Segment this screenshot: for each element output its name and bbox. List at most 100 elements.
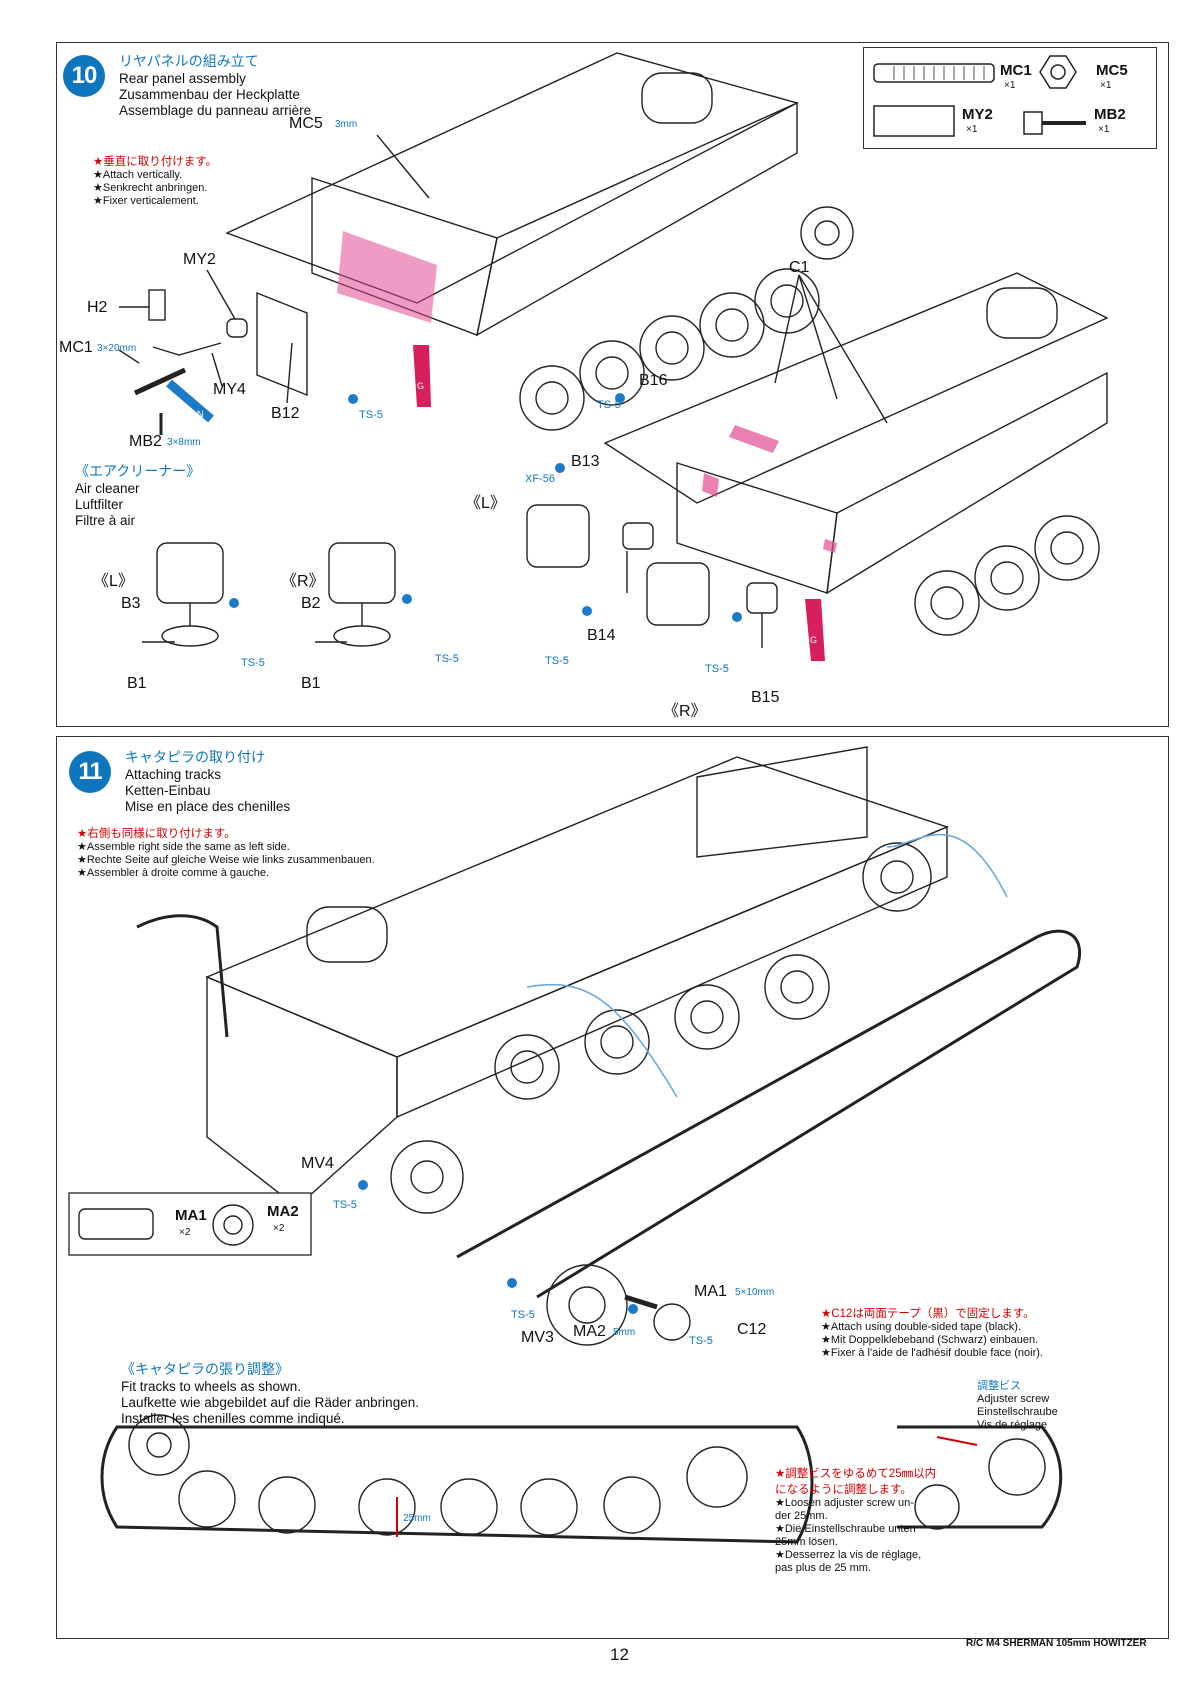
step11-note-fr: ★Assembler à droite comme à gauche.: [77, 867, 270, 879]
label-ts5-mv4: TS-5: [333, 1199, 357, 1211]
label-xf56: XF-56: [525, 473, 555, 485]
label-ma1: MA1: [694, 1283, 727, 1300]
c12-note-de: ★Mit Doppelklebeband (Schwarz) einbauen.: [821, 1334, 1039, 1346]
label-mc5-size: 3mm: [335, 119, 358, 130]
label-b2: B2: [301, 595, 321, 612]
tension-en: Fit tracks to wheels as shown.: [121, 1379, 302, 1394]
part-name-ma1: MA1: [175, 1207, 207, 1224]
step10-note-fr: ★Fixer verticalement.: [93, 195, 199, 207]
label-b1-right: B1: [301, 675, 321, 692]
loosen-de2: 25mm lösen.: [775, 1536, 838, 1548]
c12-note-en: ★Attach using double-sided tape (black).: [821, 1321, 1022, 1333]
label-ma2: MA2: [573, 1323, 606, 1340]
label-b13: B13: [571, 453, 600, 470]
tension-de: Laufkette wie abgebildet auf die Räder a…: [121, 1395, 419, 1410]
part-name-my2: MY2: [962, 106, 993, 123]
loosen-de1: ★Die Einstellschraube unten: [775, 1523, 916, 1535]
label-g-left: G: [417, 381, 425, 391]
label-b1-left: B1: [127, 675, 147, 692]
label-mb2-size: 3×8mm: [167, 437, 201, 448]
step10-title-jp: リヤパネルの組み立て: [119, 53, 259, 69]
loosen-fr2: pas plus de 25 mm.: [775, 1562, 871, 1574]
adjuster-jp: 調整ビス: [977, 1380, 1021, 1392]
label-b3: B3: [121, 595, 141, 612]
step11-panel: 11 キャタピラの取り付け Attaching tracks Ketten-Ei…: [56, 736, 1169, 1639]
step11-note-de: ★Rechte Seite auf gleiche Weise wie link…: [77, 854, 375, 866]
loosen-en1: ★Loosen adjuster screw un-: [775, 1497, 914, 1509]
label-ts5-b2: TS-5: [435, 653, 459, 665]
air-cleaner-block: 《エアクリーナー》 Air cleaner Luftfilter Filtre …: [75, 461, 200, 529]
step11-title-de: Ketten-Einbau: [125, 783, 211, 798]
label-l-right-assembly: 《L》: [465, 495, 506, 512]
label-mc1: MC1: [59, 339, 93, 356]
step11-title-jp: キャタピラの取り付け: [125, 749, 265, 765]
air-cleaner-l: 《L》: [93, 573, 134, 590]
label-n: N: [197, 409, 204, 419]
step10-title-de: Zusammenbau der Heckplatte: [119, 87, 300, 102]
step11-note-en: ★Assemble right side the same as left si…: [77, 841, 290, 853]
label-ts5-b16: TS-5: [597, 399, 621, 411]
part-name-mc5: MC5: [1096, 62, 1128, 79]
label-mc5: MC5: [289, 115, 323, 132]
step10-title-fr: Assemblage du panneau arrière: [119, 103, 312, 118]
label-ts5-b15: TS-5: [705, 663, 729, 675]
step10-title-en: Rear panel assembly: [119, 71, 246, 86]
label-ma2-size: 5mm: [613, 1327, 636, 1338]
step10-number: 10: [63, 55, 105, 97]
air-cleaner-title-jp: 《エアクリーナー》: [75, 463, 201, 479]
label-b15: B15: [751, 689, 780, 706]
adjuster-block: 調整ビス Adjuster screw Einstellschraube Vis…: [977, 1377, 1058, 1432]
loosen-en2: der 25mm.: [775, 1510, 828, 1522]
part-qty-my2: ×1: [966, 124, 978, 135]
part-qty-mc5: ×1: [1100, 80, 1112, 91]
label-ts5-b14: TS-5: [545, 655, 569, 667]
tension-fr: Installer les chenilles comme indiqué.: [121, 1411, 345, 1426]
loosen-jp2: になるように調整します。: [775, 1484, 912, 1496]
label-ts5-c12: TS-5: [689, 1335, 713, 1347]
air-cleaner-en: Air cleaner: [75, 481, 140, 496]
step10-parts-box: MC1 ×1 MC5 ×1 MY2 ×1 MB2 ×1: [863, 47, 1157, 149]
air-cleaner-de: Luftfilter: [75, 497, 124, 512]
step11-number: 11: [69, 751, 111, 793]
adjuster-fr: Vis de réglage: [977, 1419, 1048, 1431]
label-my2: MY2: [183, 251, 216, 268]
c12-note-jp: ★C12は両面テープ（黒）で固定します。: [821, 1308, 1035, 1320]
step10-panel: 10 リヤパネルの組み立て Rear panel assembly Zusamm…: [56, 42, 1169, 727]
label-mb2: MB2: [129, 433, 162, 450]
step11-title-block: キャタピラの取り付け Attaching tracks Ketten-Einba…: [125, 747, 290, 815]
part-qty-mc1: ×1: [1004, 80, 1016, 91]
part-qty-mb2: ×1: [1098, 124, 1110, 135]
label-ts5-b12: TS-5: [359, 409, 383, 421]
label-ts5-mv3: TS-5: [511, 1309, 535, 1321]
label-h2: H2: [87, 299, 108, 316]
parts-box-drawings: [873, 55, 1086, 137]
dimension-25mm: 25mm: [403, 1513, 431, 1524]
part-name-ma2: MA2: [267, 1203, 299, 1220]
step10-title-block: リヤパネルの組み立て Rear panel assembly Zusammenb…: [119, 51, 311, 119]
c12-note: ★C12は両面テープ（黒）で固定します。 ★Attach using doubl…: [821, 1305, 1043, 1360]
part-qty-ma1: ×2: [179, 1227, 191, 1238]
label-mc1-size: 3×20mm: [97, 343, 137, 354]
c12-note-fr: ★Fixer à l'aide de l'adhésif double face…: [821, 1347, 1043, 1359]
label-my4: MY4: [213, 381, 246, 398]
air-cleaner-fr: Filtre à air: [75, 513, 136, 528]
air-cleaner-r: 《R》: [281, 573, 325, 590]
step11-note: ★右側も同様に取り付けます。 ★Assemble right side the …: [77, 825, 375, 880]
label-ma1-size: 5×10mm: [735, 1287, 775, 1298]
part-qty-ma2: ×2: [273, 1223, 285, 1234]
loosen-jp1: ★調整ビスをゆるめて25㎜以内: [775, 1468, 937, 1480]
step11-title-en: Attaching tracks: [125, 767, 222, 782]
loosen-note: ★調整ビスをゆるめて25㎜以内 になるように調整します。 ★Loosen adj…: [775, 1465, 945, 1575]
adjuster-en: Adjuster screw: [977, 1393, 1050, 1405]
tension-block: 《キャタピラの張り調整》 Fit tracks to wheels as sho…: [121, 1359, 419, 1427]
step10-note: ★垂直に取り付けます。 ★Attach vertically. ★Senkrec…: [93, 153, 217, 208]
label-r-right-assembly: 《R》: [663, 703, 707, 720]
label-mv4: MV4: [301, 1155, 334, 1172]
step10-note-en: ★Attach vertically.: [93, 169, 183, 181]
label-mv3: MV3: [521, 1329, 554, 1346]
label-b16: B16: [639, 372, 668, 389]
part-name-mc1: MC1: [1000, 62, 1032, 79]
step10-note-jp: ★垂直に取り付けます。: [93, 156, 218, 168]
label-b14: B14: [587, 627, 616, 644]
loosen-fr1: ★Desserrez la vis de réglage,: [775, 1549, 922, 1561]
